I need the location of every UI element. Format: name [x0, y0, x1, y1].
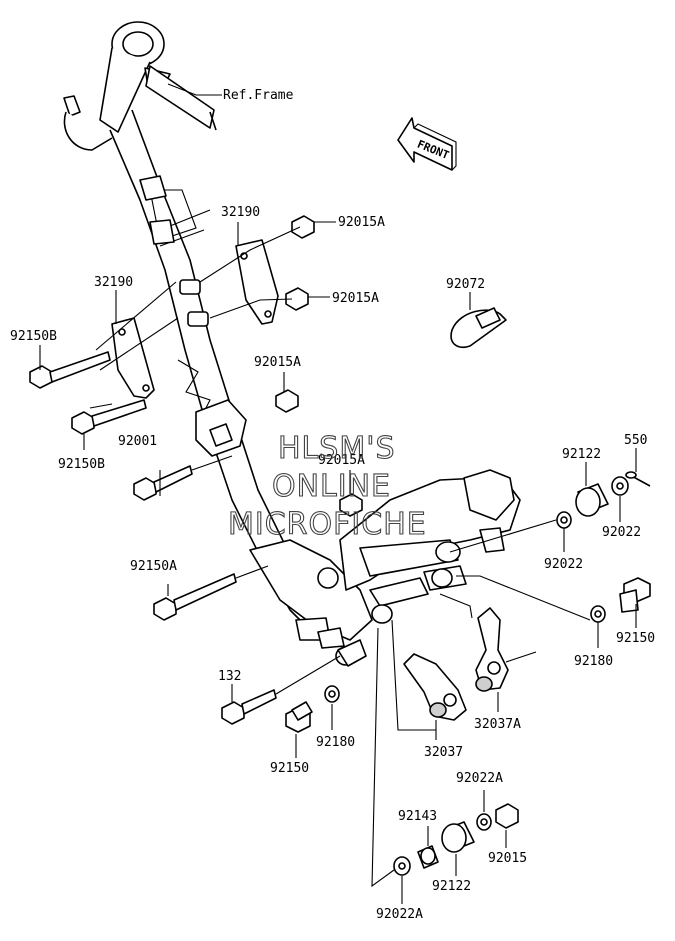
part-label-92150A: 92150A: [130, 559, 177, 574]
washer-92022-2: [556, 511, 572, 529]
washer-92022A-lower: [393, 856, 411, 876]
clamp-92072: [450, 307, 507, 348]
part-label-32037A: 32037A: [474, 717, 521, 732]
sleeve-92143: [417, 845, 439, 869]
front-arrow-icon: FRONT: [397, 117, 457, 171]
frame-drawing: [63, 21, 521, 649]
part-label-92001: 92001: [118, 434, 157, 449]
bolt-92150A: [153, 573, 237, 621]
washer-92022-1: [611, 476, 629, 496]
part-label-92015A-3: 92015A: [254, 355, 301, 370]
part-label-92143: 92143: [398, 809, 437, 824]
collar-spacers: [179, 279, 209, 327]
engine-mount-bracket-upper: [235, 239, 279, 325]
bolt-92150-right: [619, 577, 651, 613]
bracket-32037A: [475, 607, 509, 692]
part-label-92180-center: 92180: [316, 735, 355, 750]
part-label-32037: 32037: [424, 745, 463, 760]
collar-92122-lower: [441, 821, 475, 853]
part-label-92015: 92015: [488, 851, 527, 866]
part-label-92150-right: 92150: [616, 631, 655, 646]
part-label-132: 132: [218, 669, 241, 684]
watermark-line-1: HLSM'S: [278, 431, 396, 466]
nut-92015A-3: [275, 389, 299, 413]
watermark: HLSM'S ONLINE MICROFICHE: [227, 430, 427, 542]
part-label-92180-right: 92180: [574, 654, 613, 669]
part-label-32190-left: 32190: [94, 275, 133, 290]
nut-92015A-2: [285, 287, 309, 311]
pivot-collar: [335, 639, 367, 667]
part-label-32190-top: 32190: [221, 205, 260, 220]
cotter-pin-550: [625, 471, 651, 487]
part-label-92022A-2: 92022A: [376, 907, 423, 922]
part-label-92022-1: 92022: [602, 525, 641, 540]
part-label-92015A-1: 92015A: [338, 215, 385, 230]
part-label-92072: 92072: [446, 277, 485, 292]
bolt-92150B-2: [71, 399, 147, 435]
nut-92015A-1: [291, 215, 315, 239]
watermark-line-2: ONLINE: [272, 469, 391, 504]
part-label-92022-2: 92022: [544, 557, 583, 572]
ref-frame-label: Ref.Frame: [223, 88, 294, 103]
nut-92015: [495, 803, 519, 829]
bolt-132: [221, 689, 277, 725]
part-label-92022A-1: 92022A: [456, 771, 503, 786]
part-label-92015A-4: 92015A: [318, 453, 365, 468]
bolt-92150-center: [285, 701, 313, 733]
nut-92015A-4: [339, 493, 363, 517]
washer-92180-right: [590, 605, 606, 623]
bolt-92001: [133, 465, 193, 501]
bolt-92150B-1: [29, 351, 111, 389]
part-label-92122-1: 92122: [562, 447, 601, 462]
collar-92122-upper: [575, 483, 609, 517]
part-label-92015A-2: 92015A: [332, 291, 379, 306]
bracket-32037: [403, 653, 467, 721]
washer-92022A-upper: [476, 813, 492, 831]
part-label-92150-center: 92150: [270, 761, 309, 776]
part-label-92122-2: 92122: [432, 879, 471, 894]
part-label-92150B-2: 92150B: [58, 457, 105, 472]
washer-92180-center: [324, 685, 340, 703]
part-label-550: 550: [624, 433, 647, 448]
part-label-92150B-1: 92150B: [10, 329, 57, 344]
watermark-line-3: MICROFICHE: [228, 507, 427, 542]
leader-lines: [39, 83, 637, 904]
